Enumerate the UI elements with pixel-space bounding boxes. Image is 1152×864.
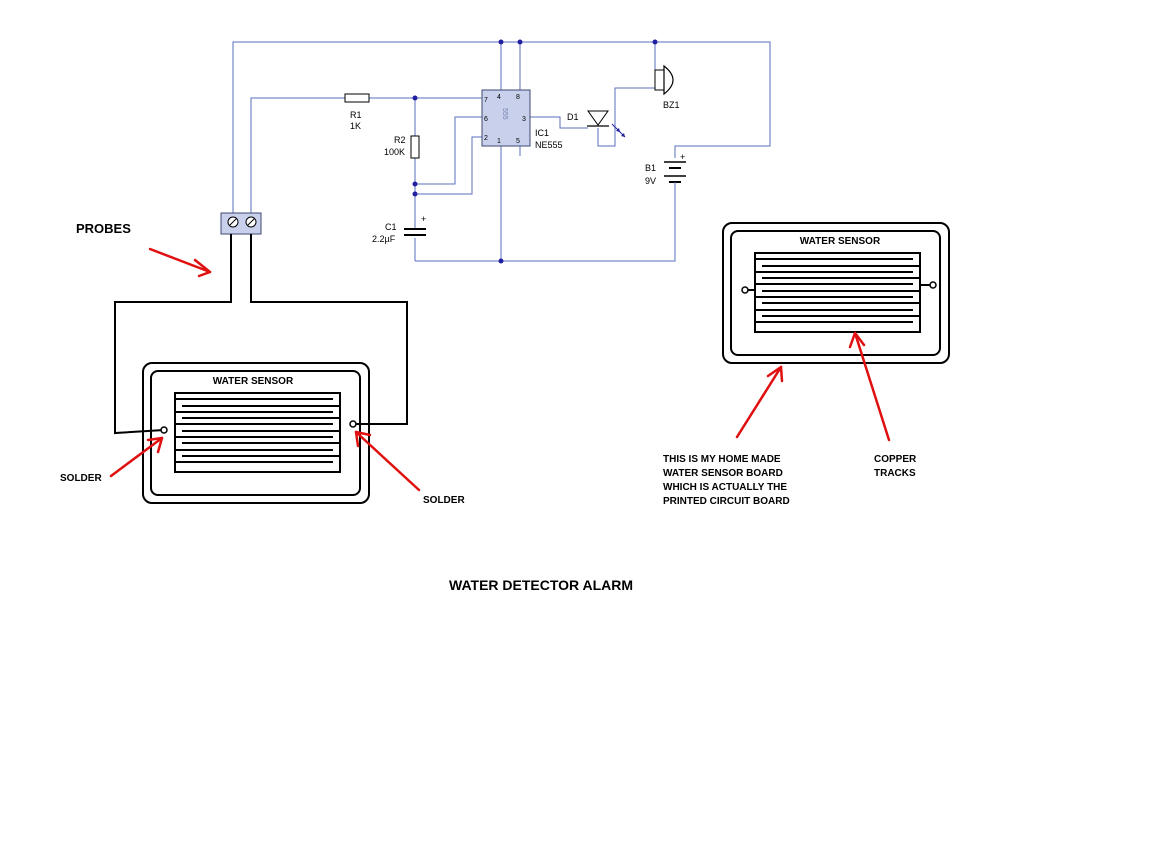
led-d1: D1 — [567, 110, 626, 138]
capacitor-c1: + C1 2.2µF — [372, 214, 426, 244]
junction-dots — [412, 39, 658, 264]
c1-ref: C1 — [385, 222, 397, 232]
sensor-left-copper-tracks — [175, 398, 340, 463]
probe-wires — [114, 234, 408, 435]
sensor-right-title: WATER SENSOR — [800, 236, 881, 247]
resistor-r2: R2 100K — [384, 135, 420, 159]
copper-tracks-arrow — [853, 331, 891, 442]
probes-label: PROBES — [76, 221, 131, 236]
water-sensor-left: WATER SENSOR — [142, 362, 370, 504]
ic1-pin-2: 2 — [484, 135, 488, 142]
sensor-left-title: WATER SENSOR — [213, 376, 294, 387]
sensor-right-copper-tracks — [755, 258, 920, 323]
ic1-pin-1: 1 — [497, 138, 501, 145]
home-made-line-2: WATER SENSOR BOARD — [663, 468, 783, 479]
solder-left-arrow — [109, 436, 164, 478]
d1-ref: D1 — [567, 112, 579, 122]
ic1-ref: IC1 — [535, 128, 549, 138]
c1-polarity: + — [421, 214, 426, 224]
b1-polarity: + — [680, 152, 685, 162]
home-made-line-1: THIS IS MY HOME MADE — [663, 454, 781, 465]
water-sensor-right: WATER SENSOR — [722, 222, 950, 364]
ic1-pin-3: 3 — [522, 116, 526, 123]
b1-value: 9V — [645, 176, 656, 186]
probe-terminal-block — [220, 212, 262, 235]
annotation-arrows — [109, 247, 891, 492]
b1-ref: B1 — [645, 163, 656, 173]
copper-tracks-note: COPPER TRACKS — [874, 454, 917, 479]
buzzer-bz1: BZ1 — [654, 64, 680, 110]
ic1-body-label: 555 — [501, 108, 508, 120]
bz1-ref: BZ1 — [663, 100, 680, 110]
home-made-note: THIS IS MY HOME MADE WATER SENSOR BOARD … — [663, 454, 790, 507]
probes-arrow — [148, 247, 212, 274]
copper-line-1: COPPER — [874, 454, 917, 465]
circuit-wires — [232, 41, 771, 262]
solder-left-label: SOLDER — [60, 473, 102, 484]
ic1-pin-4: 4 — [497, 94, 501, 101]
home-made-arrow — [735, 365, 783, 439]
battery-b1: + B1 9V — [645, 152, 686, 186]
r2-ref: R2 — [394, 135, 406, 145]
home-made-line-4: PRINTED CIRCUIT BOARD — [663, 496, 790, 507]
ic1-pin-7: 7 — [484, 97, 488, 104]
copper-line-2: TRACKS — [874, 468, 916, 479]
diagram-title: WATER DETECTOR ALARM — [449, 577, 633, 593]
ic1-555-chip: 7 6 2 4 8 3 1 5 555 IC1 NE555 — [481, 89, 563, 150]
resistor-r1: R1 1K — [344, 93, 370, 131]
ic1-value: NE555 — [535, 140, 563, 150]
c1-value: 2.2µF — [372, 234, 396, 244]
home-made-line-3: WHICH IS ACTUALLY THE — [663, 482, 787, 493]
ic1-pin-8: 8 — [516, 94, 520, 101]
solder-right-label: SOLDER — [423, 495, 465, 506]
r1-value: 1K — [350, 121, 361, 131]
solder-right-arrow — [354, 430, 421, 492]
ic1-pin-6: 6 — [484, 116, 488, 123]
r1-ref: R1 — [350, 110, 362, 120]
r2-value: 100K — [384, 147, 405, 157]
ic1-pin-5: 5 — [516, 138, 520, 145]
